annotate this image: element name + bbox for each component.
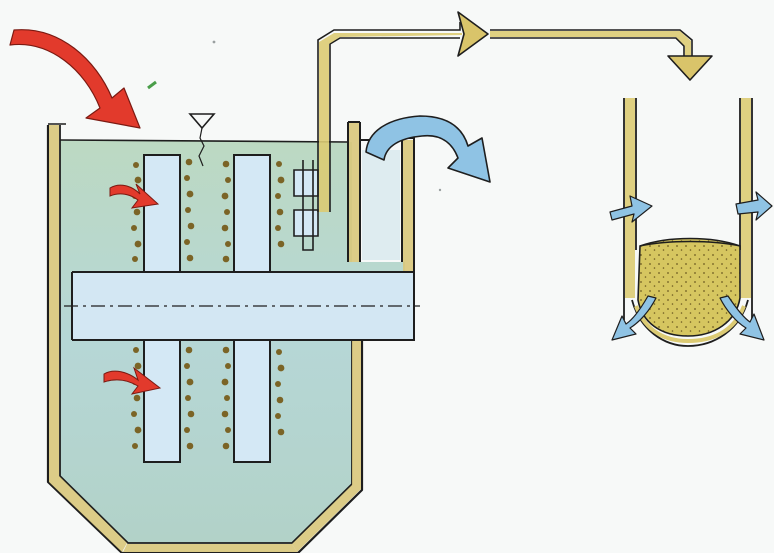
filter-elements [131,154,319,463]
flow-arrow-down [667,55,713,81]
tank-wall-fill-bottom [123,544,297,552]
red-filtration-arrows [103,183,162,395]
sludge-pile [637,237,741,337]
triangle-level-marker [188,113,216,167]
yellow-flow-arrows [457,11,713,81]
central-outlet-pipe [64,271,420,341]
blue-overflow-arrow [365,115,491,183]
filter-cake [131,158,285,450]
blue-drain-arrows [609,191,773,341]
tank-rim [48,123,349,143]
tank-wall-fill-right [292,340,361,552]
paper-speck [438,188,442,192]
flow-arrow-right [457,11,489,57]
tank-wall-outer [46,125,364,553]
tank-wall-fill-left [49,125,127,552]
red-inflow-arrow [9,29,157,129]
tank-wall-right-upper [347,122,361,262]
sludge-transfer-pipe [317,22,693,212]
paper-speck [212,40,216,44]
